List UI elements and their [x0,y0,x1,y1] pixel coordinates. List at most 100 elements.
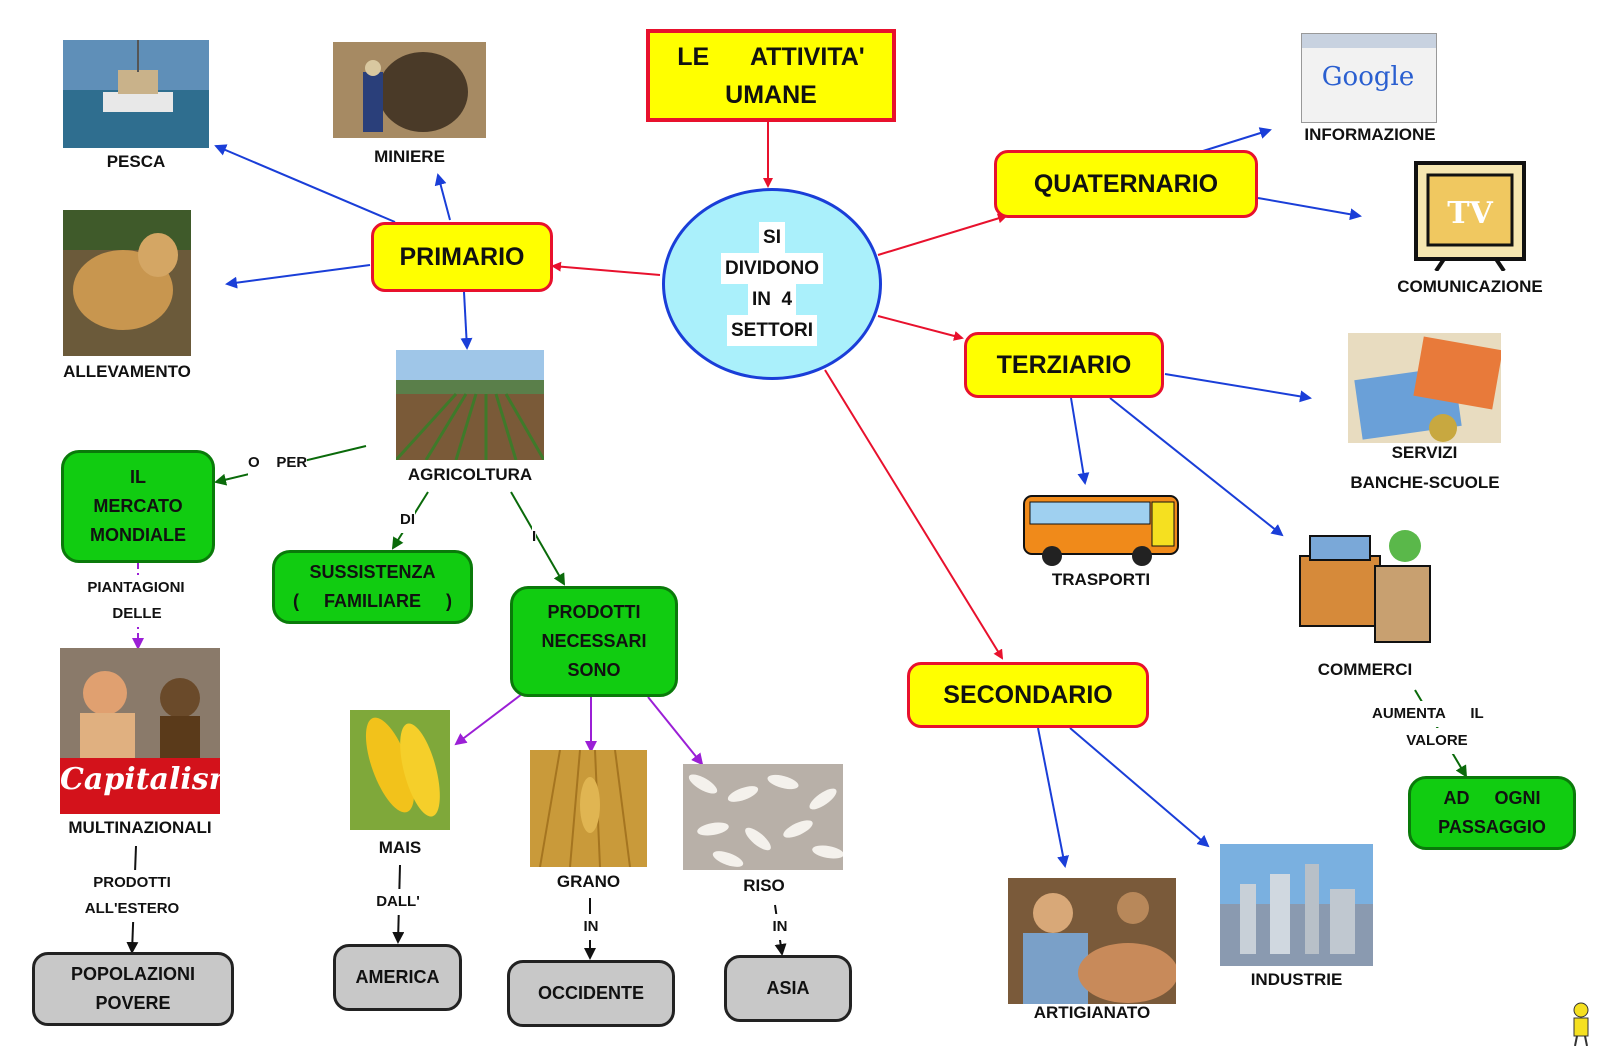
box-ogni-passaggio: AD OGNI PASSAGGIO [1408,776,1576,850]
arrow-agricoltura-prodotti [510,491,565,586]
asia-label: ASIA [766,978,810,998]
arrow-primario-allevamento [225,264,371,289]
box-occidente: OCCIDENTE [507,960,675,1027]
arrow-quaternario-informazione [1202,127,1272,152]
center-line2: DIVIDONO [721,253,823,284]
arrow-quaternario-comunicazione [1257,197,1362,221]
sector-terziario-label: TERZIARIO [996,350,1132,379]
edge-label-di: DI [400,507,415,533]
edge-label-aumenta: AUMENTA IL [1372,701,1484,727]
sector-primario-label: PRIMARIO [399,242,525,271]
box-america: AMERICA [333,944,462,1011]
box-sussistenza: SUSSISTENZA ( FAMILIARE ) [272,550,473,624]
edge-label-o-per: O PER [248,450,308,476]
arrow-center-terziario [877,315,964,341]
arrow-primario-agricoltura [460,291,473,350]
arrow-secondario-industrie [1069,727,1210,848]
title-box: LE ATTIVITA' UMANE [646,29,896,122]
mais-image [350,710,450,830]
sector-quaternario: QUATERNARIO [994,150,1258,218]
arrow-secondario-artigianato [1037,727,1069,868]
arrow-center-secondario [824,369,1004,660]
edge-label-dall: DALL' [368,889,428,915]
commerci-image [1290,516,1440,650]
agricoltura-image [396,350,544,460]
prodotti-line1: PRODOTTI [547,602,641,622]
sector-primario: PRIMARIO [371,222,553,292]
allevamento-image [63,210,191,356]
sector-terziario: TERZIARIO [964,332,1164,398]
box-asia: ASIA [724,955,852,1022]
title-line1: LE ATTIVITA' [677,42,865,71]
grano-image [530,750,647,867]
edge-label-piantagioni: PIANTAGIONI [78,575,194,601]
servizi-image [1348,333,1501,443]
arrow-prodotti-riso [647,696,704,766]
label-mais: MAIS [378,838,422,857]
label-multinazionali: MULTINAZIONALI [68,818,212,837]
label-informazione: INFORMAZIONE [1304,125,1436,144]
sector-quaternario-label: QUATERNARIO [1033,169,1219,198]
label-servizi: SERVIZI [1391,443,1458,462]
center-line4: SETTORI [727,315,817,346]
edge-label-valore: VALORE [1400,728,1474,754]
label-allevamento: ALLEVAMENTO [63,362,191,381]
popolazioni-line1: POPOLAZIONI [70,964,195,984]
box-popolazioni-povere: POPOLAZIONI POVERE [32,952,234,1026]
label-miniere: MINIERE [374,147,445,166]
artigianato-image [1008,878,1176,1004]
label-pesca: PESCA [106,152,166,171]
arrow-center-primario [551,261,661,276]
edge-label-i: I [532,524,537,550]
label-grano: GRANO [556,872,621,891]
sussistenza-line2: ( FAMILIARE ) [293,591,452,611]
mascot-icon [1566,1000,1596,1046]
center-line3: IN 4 [747,284,797,315]
edge-label-all-estero: ALL'ESTERO [76,896,188,922]
center-line1: SI [759,222,785,253]
title-line2: UMANE [725,80,817,109]
edge-label-in-grano: IN [578,914,604,940]
popolazioni-line2: POVERE [95,993,171,1013]
arrow-terziario-commerci [1109,397,1284,537]
sector-secondario-label: SECONDARIO [943,680,1113,709]
prodotti-line2: NECESSARI [541,631,647,651]
label-trasporti: TRASPORTI [1051,570,1151,589]
arrow-primario-miniere [434,173,451,221]
mercato-line3: MONDIALE [90,525,186,545]
america-label: AMERICA [355,967,440,987]
industrie-image [1220,844,1373,966]
sector-secondario: SECONDARIO [907,662,1149,728]
ogni-line1: AD OGNI [1443,788,1541,808]
label-riso: RISO [743,876,785,895]
arrow-terziario-trasporti [1070,397,1090,485]
mercato-line2: MERCATO [93,496,183,516]
sussistenza-line1: SUSSISTENZA [309,562,436,582]
google-logo: Google [1321,62,1415,92]
riso-image [683,764,843,870]
miniere-image [333,42,486,138]
label-artigianato: ARTIGIANATO [1033,1003,1151,1022]
trasporti-bus-icon [1022,486,1180,568]
comunicazione-tv-icon [1414,161,1526,271]
edge-label-prodotti: PRODOTTI [84,870,180,896]
capitalism-logo: Capitalism [60,762,241,797]
pesca-image [63,40,209,148]
informazione-image [1301,33,1437,123]
center-ellipse: SI DIVIDONO IN 4 SETTORI [662,188,882,380]
tv-logo: TV [1447,196,1493,231]
arrow-terziario-servizi [1164,373,1312,403]
edge-label-in-riso: IN [767,914,793,940]
arrow-primario-pesca [214,144,396,223]
box-mercato-mondiale: IL MERCATO MONDIALE [61,450,215,563]
label-commerci: COMMERCI [1317,660,1413,679]
label-banche-scuole: BANCHE-SCUOLE [1350,473,1500,492]
label-comunicazione: COMUNICAZIONE [1397,277,1543,296]
mercato-line1: IL [130,467,146,487]
edge-label-delle: DELLE [102,601,172,627]
box-prodotti-necessari: PRODOTTI NECESSARI SONO [510,586,678,697]
multinazionali-image [60,648,220,814]
label-agricoltura: AGRICOLTURA [407,465,533,484]
ogni-line2: PASSAGGIO [1438,817,1546,837]
arrow-center-quaternario [877,213,1008,256]
